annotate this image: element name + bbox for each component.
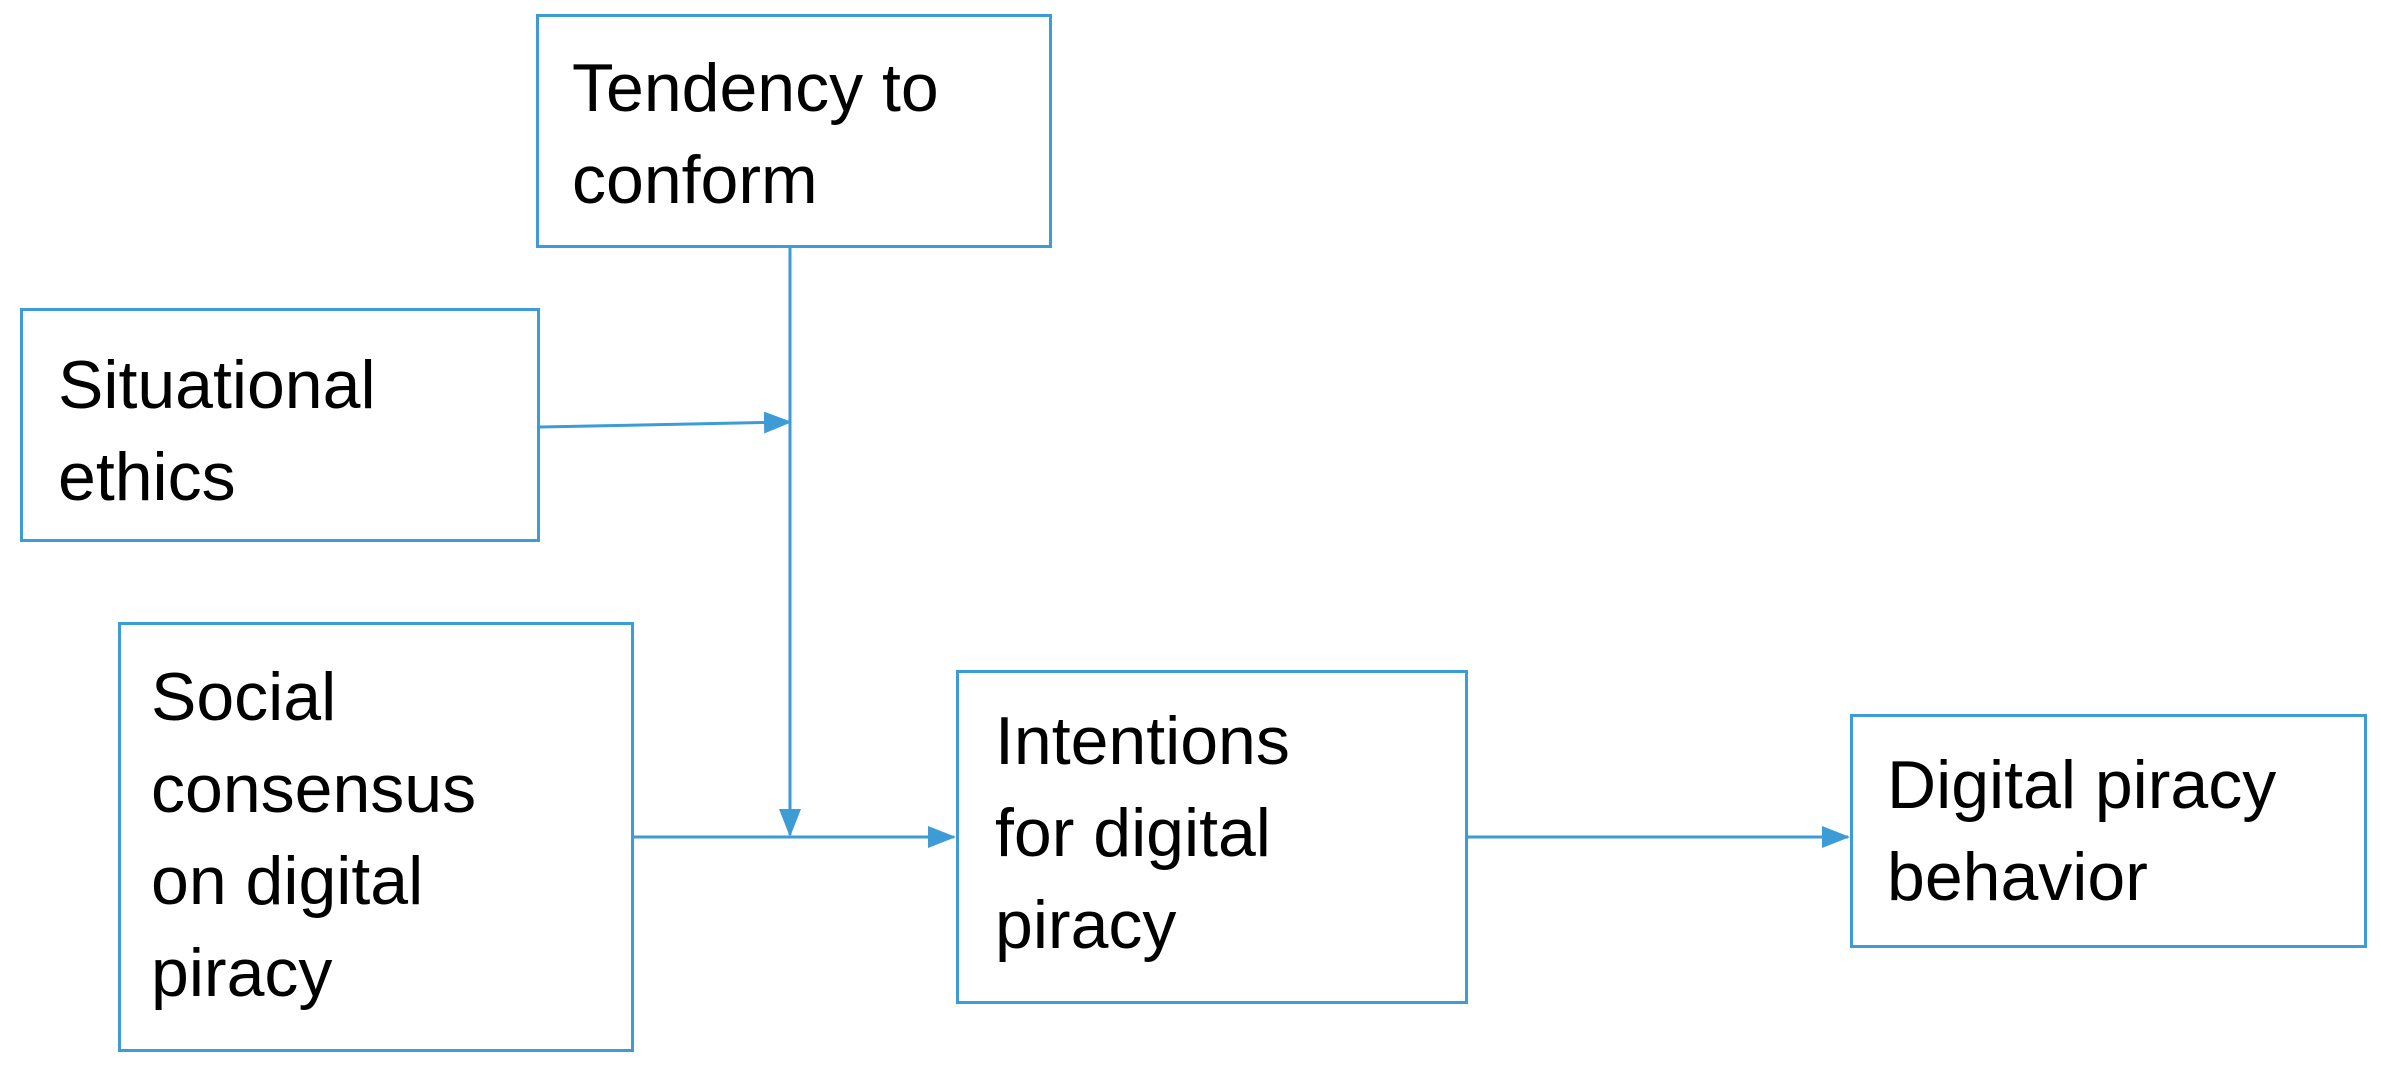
arrow-situational-ethics-moderation bbox=[539, 411, 792, 434]
node-social-consensus: Social consensus on digital piracy bbox=[118, 622, 634, 1052]
node-digital-piracy-behavior: Digital piracy behavior bbox=[1850, 714, 2367, 948]
node-tendency-to-conform-label: Tendency to conform bbox=[572, 50, 939, 218]
node-intentions-label: Intentions for digital piracy bbox=[995, 703, 1290, 963]
node-intentions: Intentions for digital piracy bbox=[956, 670, 1468, 1004]
node-tendency-to-conform: Tendency to conform bbox=[536, 14, 1052, 248]
node-social-consensus-label: Social consensus on digital piracy bbox=[151, 659, 477, 1011]
node-situational-ethics-label: Situational ethics bbox=[58, 347, 376, 515]
node-digital-piracy-behavior-label: Digital piracy behavior bbox=[1887, 747, 2277, 915]
node-situational-ethics: Situational ethics bbox=[20, 308, 540, 542]
